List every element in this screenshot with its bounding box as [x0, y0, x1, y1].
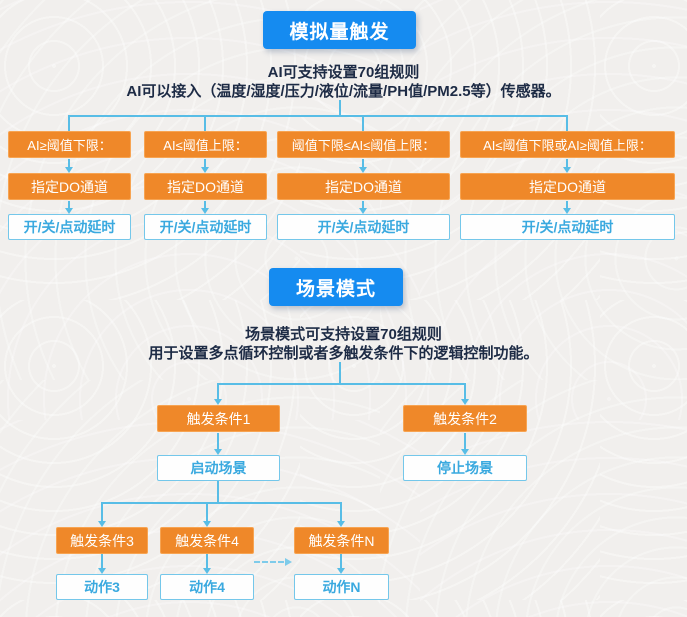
analog-desc-line2: AI可以接入（温度/湿度/压力/液位/流量/PH值/PM2.5等）传感器。	[126, 83, 561, 100]
flow-arrow-down-icon	[202, 554, 212, 574]
trigger-node: 触发条件3	[56, 527, 148, 554]
action-node: 动作4	[160, 574, 254, 600]
do-channel-node: 指定DO通道	[460, 173, 675, 200]
scene-mode-title: 场景模式	[269, 268, 403, 306]
flow-arrow-down-icon	[202, 502, 212, 527]
connector-horizontal	[68, 115, 568, 117]
connector-line	[68, 115, 70, 131]
output-node: 开/关/点动延时	[277, 214, 450, 240]
scene-desc-line2: 用于设置多点循环控制或者多触发条件下的逻辑控制功能。	[148, 345, 539, 362]
flow-arrow-down-icon	[200, 201, 210, 214]
dashed-continuation-line	[254, 561, 284, 563]
scene-action-node: 停止场景	[403, 455, 527, 481]
flow-arrow-down-icon	[97, 502, 107, 527]
output-node: 开/关/点动延时	[8, 214, 131, 240]
flow-arrow-down-icon	[213, 383, 223, 405]
connector-line	[339, 100, 341, 116]
connector-line	[362, 115, 364, 131]
connector-line	[217, 481, 219, 503]
connector-line	[339, 362, 341, 384]
scene-desc-line1: 场景模式可支持设置70组规则	[245, 326, 442, 343]
output-node: 开/关/点动延时	[460, 214, 675, 240]
flow-arrow-down-icon	[336, 554, 346, 574]
action-node: 动作3	[56, 574, 148, 600]
trigger-node: 触发条件1	[157, 405, 280, 432]
do-channel-node: 指定DO通道	[277, 173, 450, 200]
flow-arrow-down-icon	[358, 159, 368, 173]
flow-arrow-down-icon	[460, 433, 470, 455]
analog-desc-line1: AI可支持设置70组规则	[267, 64, 420, 81]
flow-arrow-down-icon	[64, 201, 74, 214]
output-node: 开/关/点动延时	[144, 214, 267, 240]
analog-trigger-title: 模拟量触发	[263, 11, 416, 49]
flow-arrow-down-icon	[213, 433, 223, 455]
condition-node: AI≤阈值上限：	[144, 131, 267, 158]
flow-arrow-down-icon	[64, 159, 74, 173]
dashed-arrow-right-icon	[285, 558, 292, 566]
action-node: 动作N	[294, 574, 389, 600]
condition-node: 阈值下限≤AI≤阈值上限：	[277, 131, 450, 158]
connector-line	[204, 115, 206, 131]
condition-node: AI≤阈值下限或AI≥阈值上限：	[460, 131, 675, 158]
condition-node: AI≥阈值下限：	[8, 131, 131, 158]
flow-arrow-down-icon	[97, 554, 107, 574]
flow-arrow-down-icon	[460, 383, 470, 405]
flow-arrow-down-icon	[562, 159, 572, 173]
do-channel-node: 指定DO通道	[144, 173, 267, 200]
flow-arrow-down-icon	[562, 201, 572, 214]
flow-arrow-down-icon	[336, 502, 346, 527]
trigger-node: 触发条件N	[294, 527, 389, 554]
flow-arrow-down-icon	[358, 201, 368, 214]
connector-horizontal	[217, 383, 466, 385]
flow-arrow-down-icon	[200, 159, 210, 173]
trigger-node: 触发条件4	[160, 527, 254, 554]
trigger-node: 触发条件2	[403, 405, 527, 432]
connector-line	[566, 115, 568, 131]
do-channel-node: 指定DO通道	[8, 173, 131, 200]
scene-action-node: 启动场景	[157, 455, 280, 481]
connector-horizontal	[101, 502, 342, 504]
